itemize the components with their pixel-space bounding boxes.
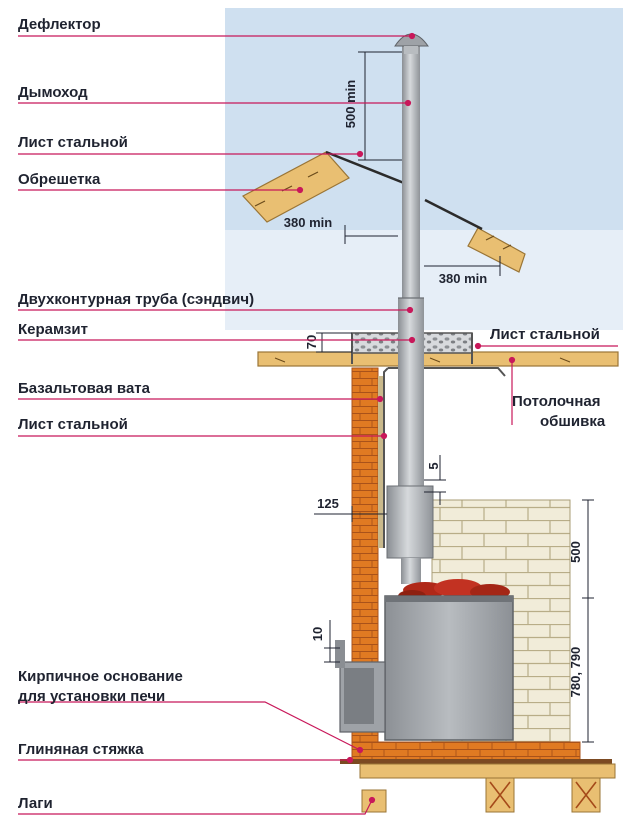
blank-patch xyxy=(226,738,308,792)
pipe-collar xyxy=(386,485,434,559)
dim-wall-gap: 125 xyxy=(317,496,339,511)
label-brick-base-1: Кирпичное основание xyxy=(18,668,183,685)
dim-collar-gap: 5 xyxy=(426,462,441,469)
stove-body xyxy=(384,595,514,741)
label-ceiling-lining-2: обшивка xyxy=(540,413,606,430)
label-chimney: Дымоход xyxy=(18,84,88,101)
label-ceiling-lining-1: Потолочная xyxy=(512,393,601,410)
ceiling-beam xyxy=(257,351,619,367)
floor-board xyxy=(359,763,616,779)
label-basalt-wool: Базальтовая вата xyxy=(18,380,150,397)
label-deflector: Дефлектор xyxy=(18,16,101,33)
dim-brick-upper: 500 xyxy=(568,541,583,563)
roof-right xyxy=(424,198,526,273)
dim-roof-left-gap: 380 min xyxy=(284,215,332,230)
dim-brick-lower: 780, 790 xyxy=(568,647,583,698)
label-steel-sheet-roof: Лист стальной xyxy=(18,134,128,151)
label-brick-base-2: для установки печи xyxy=(18,688,166,705)
dimension-lines xyxy=(314,51,594,743)
sandwich-pipe xyxy=(398,298,424,486)
stove-firebox xyxy=(335,640,386,733)
label-expanded-clay: Керамзит xyxy=(18,321,88,338)
label-steel-sheet-wall: Лист стальной xyxy=(18,416,128,433)
label-sandwich-pipe: Двухконтурная труба (сэндвич) xyxy=(18,291,255,308)
dim-roof-right-gap: 380 min xyxy=(439,271,487,286)
roof-left xyxy=(242,150,405,223)
dim-above-roof: 500 min xyxy=(343,80,358,128)
label-joists: Лаги xyxy=(18,795,53,812)
chimney-pipe xyxy=(402,42,420,300)
dim-insulation-height: 70 xyxy=(304,335,319,349)
leader-lines xyxy=(18,32,618,815)
label-clay-screed: Глиняная стяжка xyxy=(18,741,144,758)
label-lathing: Обрешетка xyxy=(18,171,101,188)
label-steel-sheet-ceiling: Лист стальной xyxy=(490,326,600,343)
floor-joists xyxy=(361,777,601,813)
basalt-wool-strip xyxy=(378,376,383,548)
clay-screed-layer xyxy=(340,759,612,764)
brick-base xyxy=(351,741,581,761)
ceiling-steel-sheet xyxy=(383,367,506,548)
dim-door-offset: 10 xyxy=(310,627,325,641)
